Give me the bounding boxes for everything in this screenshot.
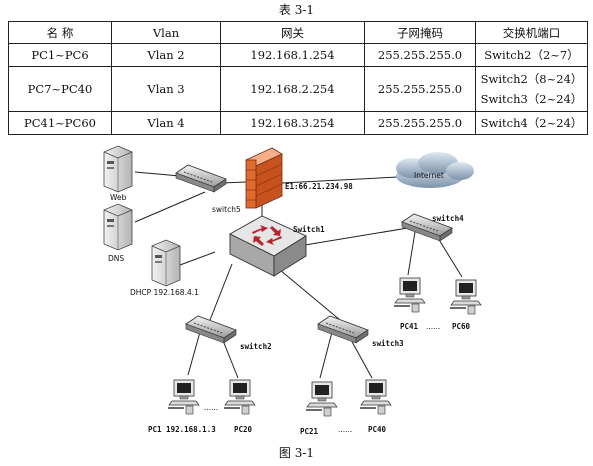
row3-gateway: 192.168.3.254 bbox=[220, 111, 365, 135]
pc40-icon bbox=[359, 379, 392, 415]
switch4-label: switch4 bbox=[432, 214, 464, 223]
dhcp-server-icon bbox=[151, 239, 181, 287]
link-lines bbox=[134, 171, 463, 379]
pc40-label: PC40 bbox=[368, 425, 387, 434]
pc20-label: PC20 bbox=[234, 425, 253, 434]
row3-vlan: Vlan 4 bbox=[111, 111, 221, 135]
pc41-icon bbox=[393, 277, 426, 313]
switch2-icon bbox=[185, 315, 237, 344]
row2-port-switch3: Switch3（2~24） bbox=[480, 92, 583, 106]
switch2-label: switch2 bbox=[240, 342, 272, 351]
row1-mask: 255.255.255.0 bbox=[364, 43, 476, 67]
firewall-ip-label: E1:66.21.234.98 bbox=[285, 182, 353, 191]
switch3-icon bbox=[317, 315, 369, 344]
internet-cloud-icon bbox=[396, 152, 474, 188]
vlan-table: 名 称 Vlan 网关 子网掩码 交换机端口 PC1~PC6 Vlan 2 19… bbox=[8, 21, 588, 135]
web-server-icon bbox=[103, 145, 133, 193]
dns-server-icon bbox=[103, 203, 133, 251]
row1-vlan: Vlan 2 bbox=[111, 43, 221, 67]
row3-name: PC41~PC60 bbox=[8, 111, 112, 135]
firewall-icon bbox=[245, 147, 283, 209]
ellipsis-vlan3: ...... bbox=[338, 425, 352, 434]
pc21-label: PC21 bbox=[300, 427, 319, 436]
pc21-icon bbox=[305, 381, 338, 417]
row1-name: PC1~PC6 bbox=[8, 43, 112, 67]
dhcp-label: DHCP 192.168.4.1 bbox=[130, 288, 199, 297]
row1-ports: Switch2（2~7） bbox=[475, 43, 588, 67]
ellipsis-vlan4: ...... bbox=[426, 322, 440, 331]
table-header-row: 名 称 Vlan 网关 子网掩码 交换机端口 bbox=[8, 21, 588, 44]
switch5-icon bbox=[175, 164, 227, 193]
figure-caption: 图 3-1 bbox=[278, 446, 315, 460]
row3-ports: Switch4（2~24） bbox=[475, 111, 588, 135]
switch3-label: switch3 bbox=[372, 339, 404, 348]
table-row: PC41~PC60 Vlan 4 192.168.3.254 255.255.2… bbox=[8, 111, 588, 135]
table-caption: 表 3-1 bbox=[278, 3, 315, 17]
pc41-label: PC41 bbox=[400, 322, 419, 331]
ellipsis-vlan2: ...... bbox=[204, 403, 218, 412]
pc60-icon bbox=[449, 279, 482, 315]
table-row: PC7~PC40 Vlan 3 192.168.2.254 255.255.25… bbox=[8, 66, 588, 112]
row2-name: PC7~PC40 bbox=[8, 66, 112, 112]
switch1-label: Switch1 bbox=[293, 225, 325, 234]
pc1-label: PC1 192.168.1.3 bbox=[148, 425, 216, 434]
internet-label: Internet bbox=[414, 171, 444, 180]
row2-mask: 255.255.255.0 bbox=[364, 66, 476, 112]
pc20-icon bbox=[223, 379, 256, 415]
pc60-label: PC60 bbox=[452, 322, 471, 331]
row2-ports: Switch2（8~24） Switch3（2~24） bbox=[475, 66, 588, 112]
row2-port-switch2: Switch2（8~24） bbox=[480, 72, 583, 86]
row3-mask: 255.255.255.0 bbox=[364, 111, 476, 135]
header-vlan: Vlan bbox=[111, 21, 221, 44]
switch5-label: switch5 bbox=[212, 205, 241, 214]
dns-label: DNS bbox=[108, 254, 124, 263]
switch1-icon bbox=[229, 215, 307, 277]
row2-vlan: Vlan 3 bbox=[111, 66, 221, 112]
pc1-icon bbox=[167, 379, 200, 415]
web-label: Web bbox=[110, 193, 127, 202]
row2-gateway: 192.168.2.254 bbox=[220, 66, 365, 112]
